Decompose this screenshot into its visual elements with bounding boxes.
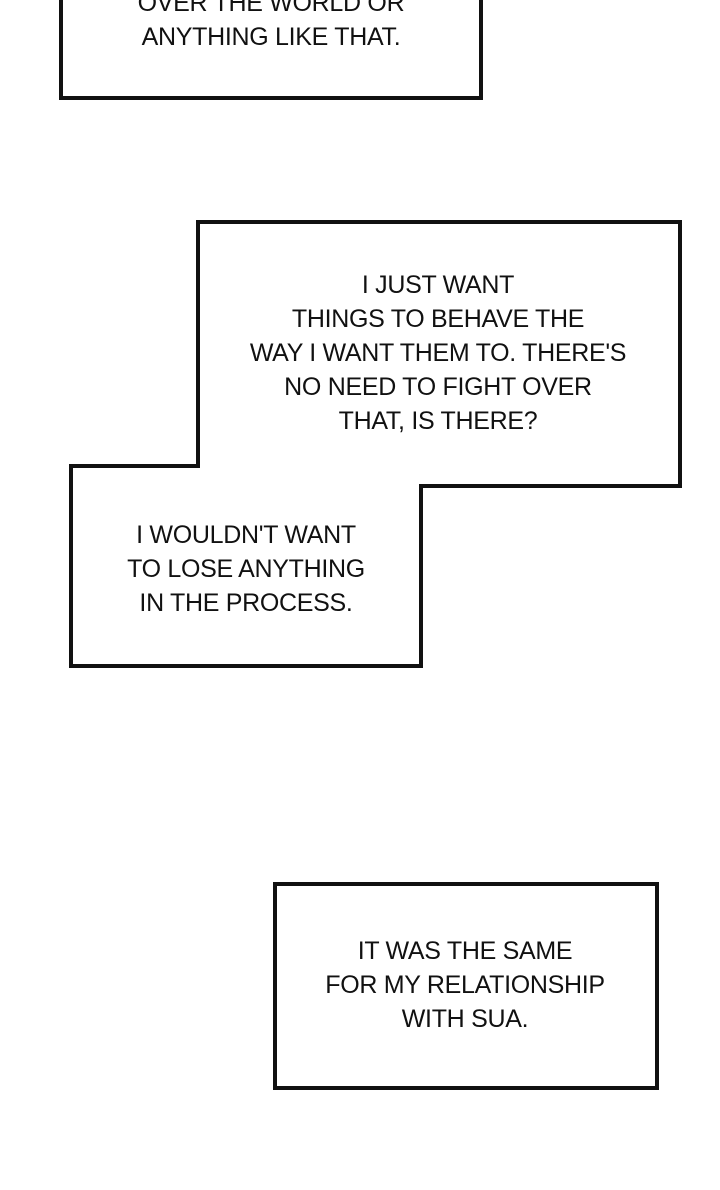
caption-line: IN THE PROCESS. (139, 589, 353, 617)
caption-line: OVER THE WORLD OR (137, 0, 405, 17)
caption-box-top (59, 0, 483, 100)
caption-line: TO LOSE ANYTHING (127, 555, 365, 583)
caption-text-bottom: IT WAS THE SAME FOR MY RELATIONSHIP WITH… (300, 934, 630, 1036)
caption-line: WAY I WANT THEM TO. THERE'S (249, 339, 627, 367)
caption-line: I WOULDN'T WANT (136, 521, 356, 549)
caption-line: FOR MY RELATIONSHIP (325, 971, 605, 999)
caption-line: THINGS TO BEHAVE THE (291, 305, 585, 333)
caption-text-middle-lower: I WOULDN'T WANT TO LOSE ANYTHING IN THE … (106, 518, 386, 620)
caption-line: IT WAS THE SAME (357, 937, 573, 965)
caption-text-middle-upper: I JUST WANT THINGS TO BEHAVE THE WAY I W… (230, 268, 646, 438)
caption-line: ANYTHING LIKE THAT. (141, 23, 401, 51)
caption-box-bottom (273, 882, 659, 1090)
caption-line: WITH SUA. (401, 1005, 529, 1033)
caption-line: NO NEED TO FIGHT OVER (284, 373, 592, 401)
caption-line: I JUST WANT (361, 271, 515, 299)
caption-text-top: OVER THE WORLD OR ANYTHING LIKE THAT. (100, 0, 442, 54)
caption-line: THAT, IS THERE? (338, 407, 538, 435)
